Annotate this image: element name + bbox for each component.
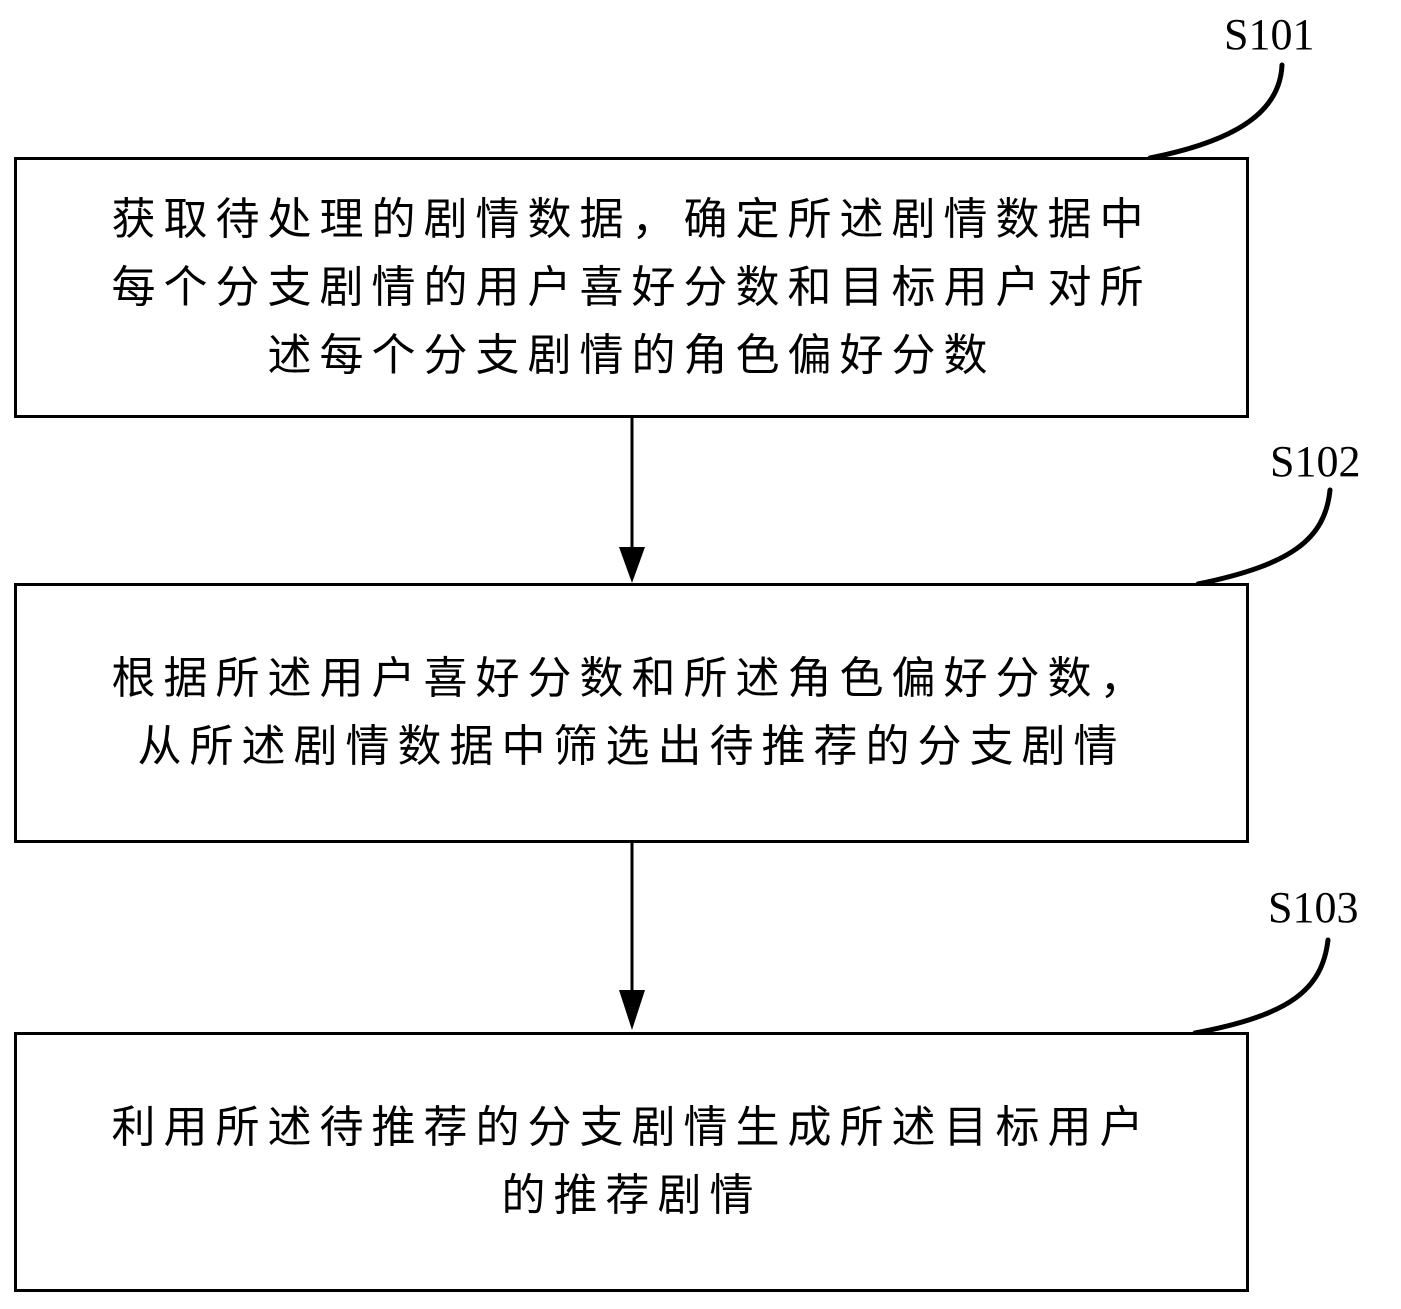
step-text-line: 述每个分支剧情的角色偏好分数 [267,329,996,381]
step-box-s103: 利用所述待推荐的分支剧情生成所述目标用户 的推荐剧情 [14,1032,1249,1292]
step-text-s101: 获取待处理的剧情数据，确定所述剧情数据中 每个分支剧情的用户喜好分数和目标用户对… [92,186,1172,390]
step-text-line: 根据所述用户喜好分数和所述角色偏好分数， [111,653,1152,704]
step-label-s103: S103 [1268,883,1359,932]
leader-line-s101 [1147,62,1285,161]
arrow-s101-to-s102 [619,418,645,583]
step-text-line: 从所述剧情数据中筛选出待推荐的分支剧情 [137,721,1126,772]
step-text-line: 获取待处理的剧情数据，确定所述剧情数据中 [111,193,1152,245]
step-box-s102: 根据所述用户喜好分数和所述角色偏好分数， 从所述剧情数据中筛选出待推荐的分支剧情 [14,583,1249,843]
arrowhead-icon [619,990,645,1030]
arrow-s102-to-s103 [619,843,645,1030]
arrowhead-icon [619,547,645,583]
step-text-s102: 根据所述用户喜好分数和所述角色偏好分数， 从所述剧情数据中筛选出待推荐的分支剧情 [92,645,1172,781]
leader-line-s102 [1195,487,1333,587]
step-text-s103: 利用所述待推荐的分支剧情生成所述目标用户 的推荐剧情 [92,1094,1172,1230]
step-label-s101: S101 [1224,10,1315,59]
step-box-s101: 获取待处理的剧情数据，确定所述剧情数据中 每个分支剧情的用户喜好分数和目标用户对… [14,157,1249,418]
step-text-line: 利用所述待推荐的分支剧情生成所述目标用户 [111,1102,1152,1153]
leader-line-s103 [1192,937,1331,1036]
step-text-line: 的推荐剧情 [501,1170,762,1221]
step-label-s102: S102 [1270,437,1361,486]
step-text-line: 每个分支剧情的用户喜好分数和目标用户对所 [111,261,1152,313]
